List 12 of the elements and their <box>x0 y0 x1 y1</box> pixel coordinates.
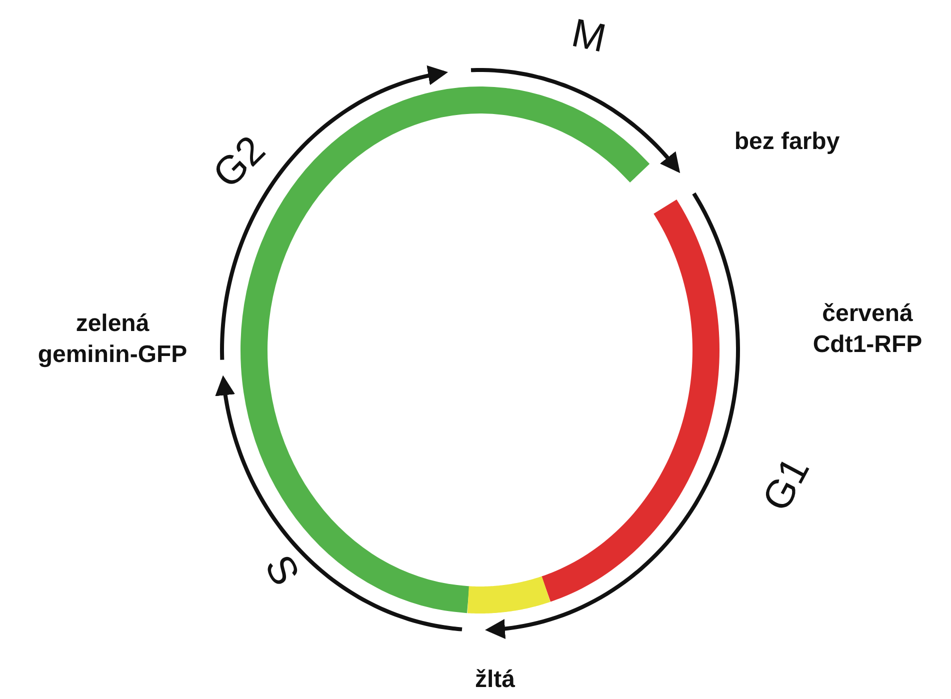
stage-label: zelená geminin-GFP <box>30 308 195 370</box>
stage-label: červená Cdt1-RFP <box>812 299 924 360</box>
cycle-arrow <box>220 65 448 360</box>
phase-label: M <box>568 11 610 62</box>
phase-label: G1 <box>754 450 820 519</box>
phase-label: G2 <box>204 128 274 198</box>
cycle-arrow <box>215 375 462 632</box>
stage-label: žltá <box>455 664 535 696</box>
cycle-arrow <box>470 68 680 174</box>
cycle-arrow <box>485 192 740 639</box>
phase-label: S <box>255 548 308 593</box>
stage-label: bez farby <box>712 126 862 158</box>
